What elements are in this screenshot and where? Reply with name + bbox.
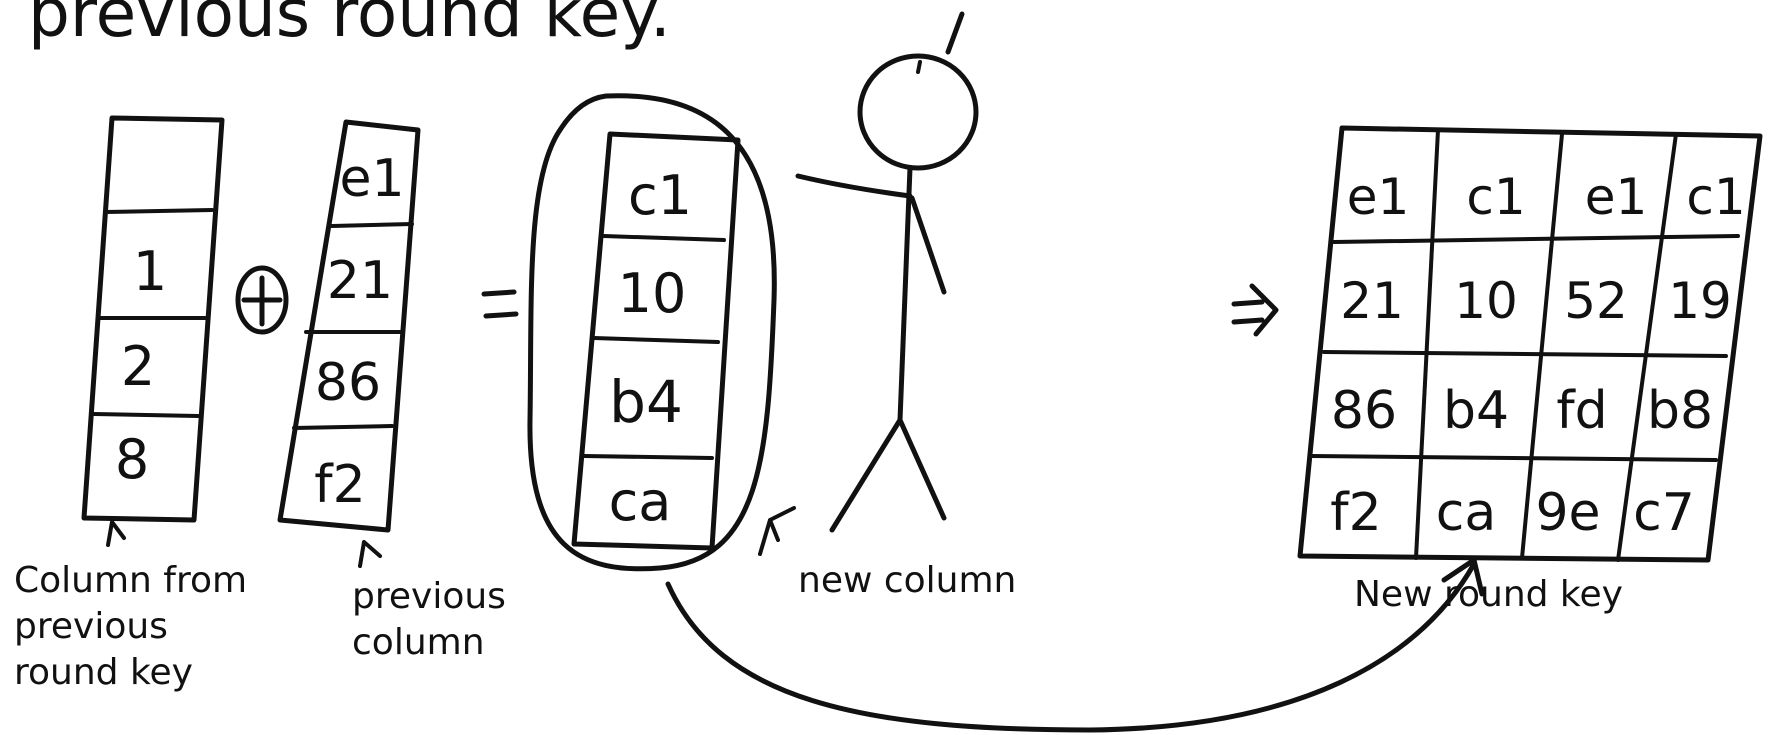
round-key-col-divider — [1616, 132, 1678, 562]
curved-arrow-head — [1441, 557, 1485, 597]
round-key-row-divider — [1332, 234, 1740, 244]
previous-column-outline — [277, 119, 421, 533]
left-caption-line-1: Column from — [14, 560, 247, 601]
stick-figure — [795, 11, 979, 533]
round-key-cell: f2 — [1330, 483, 1381, 543]
stick-figure-right-arm — [909, 195, 947, 295]
equals-operator — [481, 289, 519, 319]
round-key-cell: c1 — [1686, 168, 1745, 226]
new-cell-3: ca — [609, 470, 672, 533]
round-key-cell: b4 — [1443, 381, 1509, 441]
new-column: c1 10 b4 ca new column — [527, 93, 1016, 601]
round-key-cell: 10 — [1454, 272, 1518, 330]
left-cell-1: 1 — [133, 240, 167, 303]
new-column-outline — [571, 131, 741, 551]
left-cell-3: 8 — [115, 428, 149, 491]
left-caption-line-3: round key — [14, 652, 193, 693]
new-column-caption: new column — [798, 560, 1016, 601]
prev-cell-1: 21 — [327, 251, 393, 311]
round-key-cell: b8 — [1647, 381, 1713, 441]
new-column-divider — [582, 454, 714, 460]
previous-column: e1 21 86 f2 previous column — [277, 119, 506, 663]
round-key-cell: 86 — [1331, 381, 1397, 441]
curved-arrow-path — [665, 561, 1477, 733]
round-key-row-divider — [1310, 454, 1718, 462]
round-key-outline — [1297, 125, 1763, 563]
stick-figure-left-leg — [829, 417, 903, 533]
left-column-outline — [81, 115, 225, 523]
xor-cross — [241, 275, 283, 327]
round-key-cell: 19 — [1668, 272, 1732, 330]
round-key-caption: New round key — [1354, 574, 1623, 615]
prev-caption-line-1: previous — [352, 576, 506, 617]
prev-cell-3: f2 — [314, 455, 365, 515]
previous-column-divider — [292, 424, 394, 430]
left-cell-2: 2 — [121, 335, 155, 398]
stick-figure-body — [897, 165, 913, 423]
xor-operator — [235, 265, 289, 335]
heading-text: previous round key. — [28, 0, 671, 52]
round-key-cell: fd — [1556, 381, 1607, 441]
round-key-cell: ca — [1436, 483, 1496, 543]
left-caption-line-2: previous — [14, 606, 168, 647]
new-column-arrow — [758, 506, 796, 556]
prev-cell-2: 86 — [315, 353, 381, 413]
previous-column-divider — [330, 222, 414, 228]
round-key-grid: e1 c1 e1 c1 21 10 52 19 86 b4 fd b8 f2 c… — [1297, 125, 1763, 615]
round-key-row-divider — [1322, 350, 1728, 358]
round-key-cell: 52 — [1564, 272, 1628, 330]
left-column-divider — [104, 208, 214, 214]
new-column-circle — [527, 93, 777, 572]
stick-figure-eye — [916, 60, 922, 74]
new-column-divider — [592, 336, 720, 344]
round-key-cell: e1 — [1585, 168, 1648, 226]
left-column-arrow — [106, 520, 126, 547]
stick-figure-right-leg — [897, 417, 947, 521]
left-column: 1 2 8 Column from previous round key — [14, 115, 247, 693]
stick-figure-hair — [945, 11, 965, 55]
prev-caption-line-2: column — [352, 622, 485, 663]
xor-circle — [235, 265, 289, 335]
round-key-cell: 9e — [1535, 483, 1600, 543]
round-key-cell: c1 — [1466, 168, 1525, 226]
new-column-divider — [602, 234, 726, 242]
prev-cell-0: e1 — [339, 149, 404, 209]
new-cell-0: c1 — [628, 164, 692, 227]
new-cell-2: b4 — [609, 368, 683, 436]
equals-lines — [481, 289, 519, 319]
round-key-cell: c7 — [1633, 483, 1695, 543]
curved-arrow — [665, 557, 1485, 733]
round-key-col-divider — [1414, 128, 1440, 560]
implies-arrow — [1231, 283, 1279, 337]
round-key-cell: e1 — [1347, 168, 1410, 226]
round-key-cell: 21 — [1340, 272, 1404, 330]
left-column-divider — [92, 412, 200, 418]
stick-figure-head — [857, 53, 979, 171]
round-key-col-divider — [1520, 132, 1564, 560]
implies-operator — [1231, 283, 1279, 337]
stick-figure-left-arm — [795, 173, 913, 199]
new-cell-1: 10 — [618, 262, 687, 325]
previous-column-arrow — [358, 540, 382, 568]
